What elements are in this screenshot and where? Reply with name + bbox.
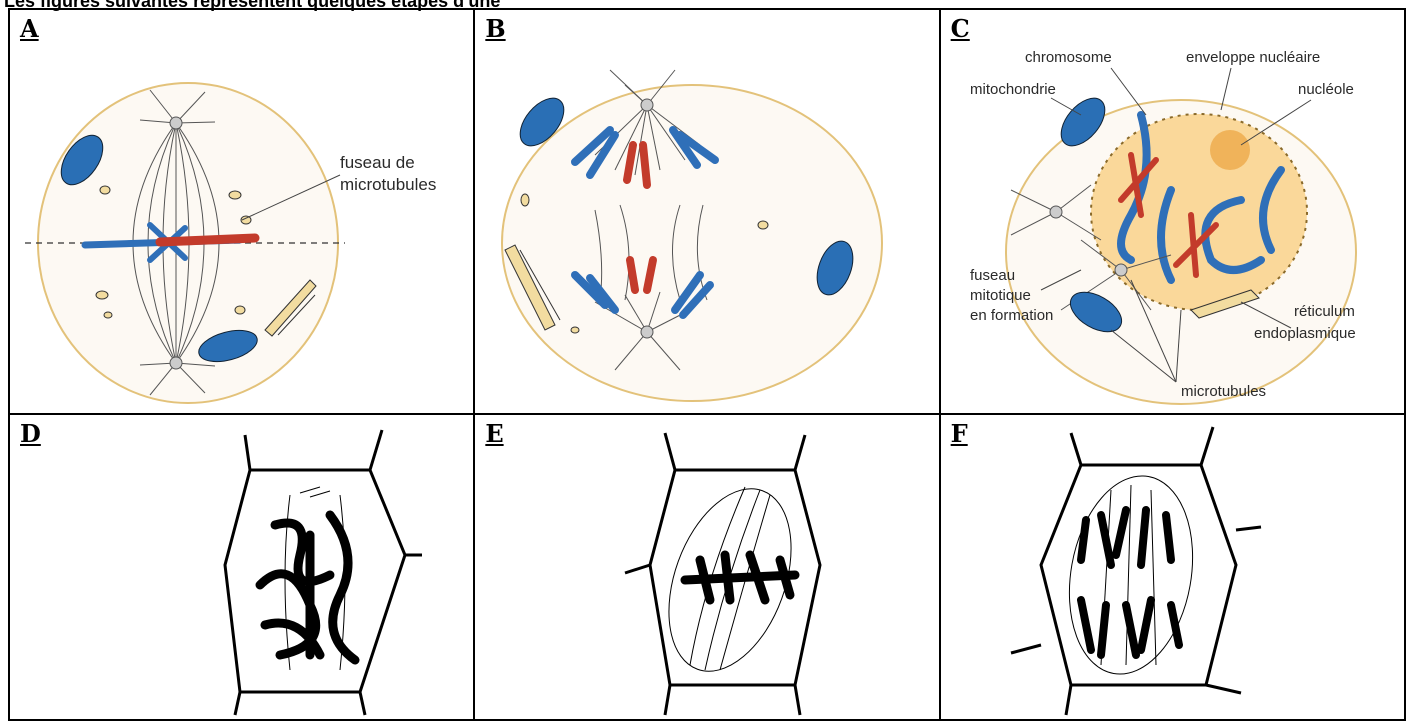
panel-b: B (474, 9, 939, 414)
panel-letter-d: D (20, 419, 41, 448)
panel-e: E (474, 414, 939, 720)
panel-letter-c: C (951, 14, 970, 43)
panel-letter-e: E (485, 419, 503, 448)
nucleolus (1210, 130, 1250, 170)
nucleus (1091, 114, 1307, 310)
panel-letter-b: B (485, 14, 505, 43)
prophase-illustration: chromosome enveloppe nucléaire mitochond… (941, 10, 1405, 414)
panel-a: A (9, 9, 474, 414)
label-endo: endoplasmique (1254, 325, 1356, 342)
label-reticulum: réticulum (1294, 303, 1355, 320)
panel-c: C (940, 9, 1405, 414)
label-nucleolus: nucléole (1298, 81, 1354, 98)
anaphase-drawing (941, 415, 1405, 720)
spindle-lines (1054, 466, 1207, 684)
label-spindle-2: microtubules (340, 175, 436, 194)
anaphase-illustration (475, 10, 911, 414)
panel-letter-a: A (20, 14, 39, 43)
metaphase-drawing (475, 415, 911, 720)
prophase-drawing (10, 415, 474, 720)
label-chromosome: chromosome (1025, 49, 1112, 66)
label-microtubules: microtubules (1181, 383, 1266, 400)
label-spindle-1: fuseau de (340, 153, 415, 172)
cell-wall (1011, 427, 1261, 715)
cell-wall (225, 430, 422, 715)
panel-f: F (940, 414, 1405, 720)
metaphase-illustration: fuseau de microtubules (10, 10, 474, 414)
label-mitotique: mitotique (970, 287, 1031, 304)
chromosomes (260, 515, 355, 660)
label-envelope: enveloppe nucléaire (1186, 49, 1320, 66)
figure-grid: A (8, 8, 1406, 721)
panel-d: D (9, 414, 474, 720)
chromosomes (685, 555, 795, 600)
panel-letter-f: F (951, 419, 968, 448)
label-formation: en formation (970, 307, 1053, 324)
label-mito: mitochondrie (970, 81, 1056, 98)
label-fuseau: fuseau (970, 267, 1015, 284)
